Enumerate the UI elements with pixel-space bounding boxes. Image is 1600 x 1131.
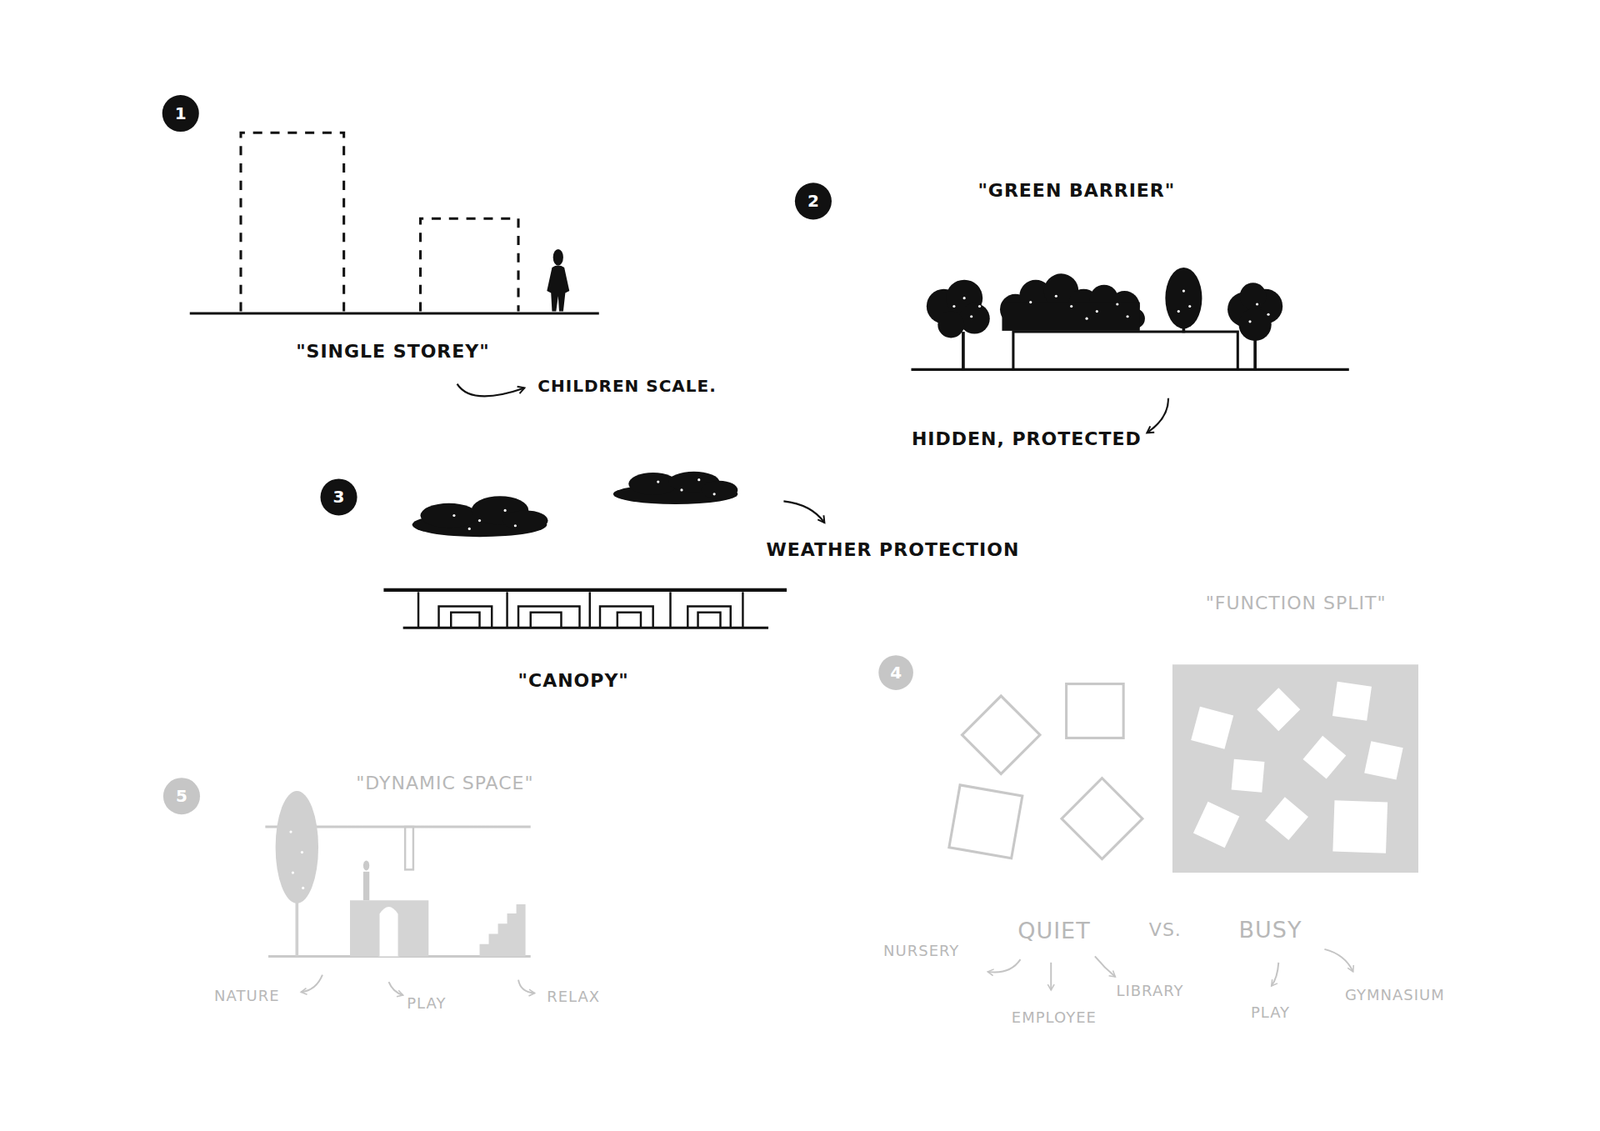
canopy-sketch <box>383 471 825 628</box>
callout-circles <box>162 95 914 815</box>
category-label: VS. <box>1149 919 1182 940</box>
callout-number: 3 <box>333 487 345 506</box>
function-label: PLAY <box>406 995 446 1012</box>
function-label: RELAX <box>546 988 600 1005</box>
function-label: EMPLOYEE <box>1011 1009 1097 1026</box>
callout-number: 1 <box>175 104 187 123</box>
function-split-sketch <box>949 664 1419 990</box>
category-label: BUSY <box>1239 917 1303 943</box>
function-label: GYMNASIUM <box>1345 986 1445 1004</box>
dynamic-space-sketch <box>265 790 535 995</box>
function-label: NURSERY <box>883 942 960 960</box>
function-label: PLAY <box>1250 1004 1290 1021</box>
annotation: CHILDREN SCALE. <box>537 376 717 395</box>
concept-title: "GREEN BARRIER" <box>977 180 1175 201</box>
concept-title: "DYNAMIC SPACE" <box>355 773 535 794</box>
annotation: HIDDEN, PROTECTED <box>911 428 1142 449</box>
function-label: NATURE <box>214 987 280 1005</box>
callout-number: 4 <box>890 663 902 682</box>
function-label: LIBRARY <box>1115 982 1184 1000</box>
green-barrier-sketch <box>910 267 1349 433</box>
single-storey-sketch <box>190 132 600 396</box>
concept-title: "FUNCTION SPLIT" <box>1205 593 1387 614</box>
callout-number: 2 <box>807 191 820 210</box>
annotation: WEATHER PROTECTION <box>765 540 1020 560</box>
concept-title: "CANOPY" <box>518 670 630 691</box>
callout-number: 5 <box>175 786 188 805</box>
concept-title: "SINGLE STOREY" <box>295 341 490 362</box>
category-label: QUIET <box>1017 918 1091 944</box>
